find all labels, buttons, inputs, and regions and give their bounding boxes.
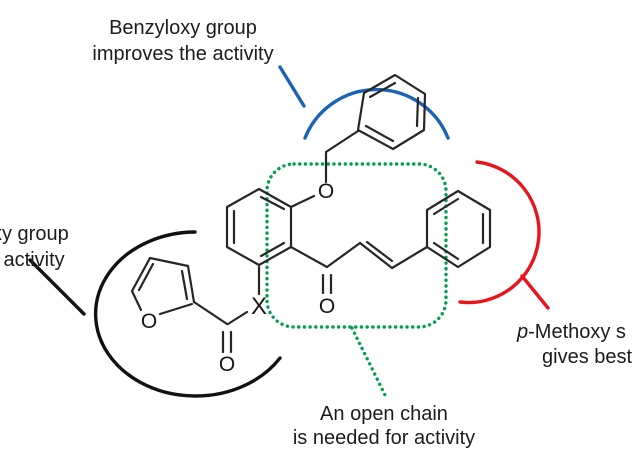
annotation-benzyloxy-line2: improves the activity	[92, 43, 274, 65]
benzyl-double-bond	[415, 96, 420, 128]
blue-arc	[303, 87, 450, 140]
furan-carbonyl-bond	[192, 300, 229, 326]
annotation-benzyloxy: Benzyloxy group improves the activity	[68, 15, 298, 67]
green-dotted-tail	[350, 326, 388, 399]
annotation-left-clipped-line1: xy group	[0, 223, 69, 245]
right-ring-outline	[425, 189, 492, 269]
aryl-carbonyl-bond	[289, 245, 329, 269]
furan-C5-O-bond	[130, 289, 143, 312]
atom-label-furoyl-oxygen: O	[219, 353, 235, 376]
core-double-bond	[259, 241, 286, 258]
alkene-double-bond	[365, 240, 394, 263]
X-carbonyl-bond	[226, 310, 249, 326]
vinyl-phenyl-bond	[390, 245, 429, 270]
atom-label-x: X	[251, 293, 267, 320]
furan-double-bond	[137, 262, 155, 292]
core-benzene-ring	[225, 187, 293, 267]
open-chain-highlight	[265, 162, 448, 399]
furan-O-C2-bond	[158, 302, 194, 316]
annotation-p-methoxy-line2: gives best	[542, 346, 633, 368]
annotation-open-chain: An open chain is needed for activity	[254, 402, 514, 450]
alkene-bond	[358, 241, 394, 270]
benzyl-ring-outline	[356, 73, 427, 151]
atom-label-ketone-oxygen: O	[319, 295, 335, 318]
carbonyl-vinyl-bond	[325, 241, 362, 269]
core-ring-outline	[225, 187, 293, 267]
atom-label-benzyloxy-oxygen: O	[318, 180, 334, 203]
red-pointer-line	[520, 274, 550, 310]
benzyl-double-bond	[364, 124, 395, 143]
benzyl-double-bond	[368, 81, 397, 99]
right-phenyl-ring	[425, 189, 492, 269]
furan-double-bond	[180, 269, 189, 301]
annotation-p-methoxy-rest: -Methoxy s	[528, 321, 626, 343]
furan-C3-C4-bond	[148, 256, 190, 268]
annotation-open-chain-line2: is needed for activity	[292, 427, 476, 449]
right-double-bond	[432, 241, 460, 261]
blue-pointer-line	[278, 65, 306, 108]
furan-C4-C5-bond	[130, 256, 152, 293]
furan-C2-C3-bond	[186, 264, 196, 304]
annotation-p-methoxy-line1: p-Methoxy s	[517, 319, 626, 345]
atom-label-furan-oxygen: O	[141, 310, 157, 333]
p-methoxy-annotation-arc	[458, 160, 550, 310]
right-double-bond	[432, 197, 460, 216]
benzyloxy-group	[289, 73, 427, 209]
aryl-O-bond	[289, 194, 316, 209]
red-arc	[458, 160, 541, 305]
annotation-left-clipped-line2: s activity	[0, 249, 65, 271]
black-pointer-line	[28, 258, 86, 316]
black-arc	[93, 230, 282, 398]
annotation-p-methoxy-italic-p: p	[517, 321, 529, 343]
furoyloxy-annotation-arc	[28, 230, 282, 398]
green-dotted-box	[265, 162, 448, 329]
furoyl-x-group	[130, 256, 261, 354]
annotation-open-chain-line1: An open chain	[320, 403, 448, 425]
annotation-benzyloxy-line1: Benzyloxy group	[109, 17, 257, 39]
enone-chain	[289, 240, 429, 295]
CH2-phenyl-bond	[324, 129, 360, 154]
core-double-bond	[259, 195, 286, 211]
benzyloxy-annotation-arc	[278, 65, 450, 140]
